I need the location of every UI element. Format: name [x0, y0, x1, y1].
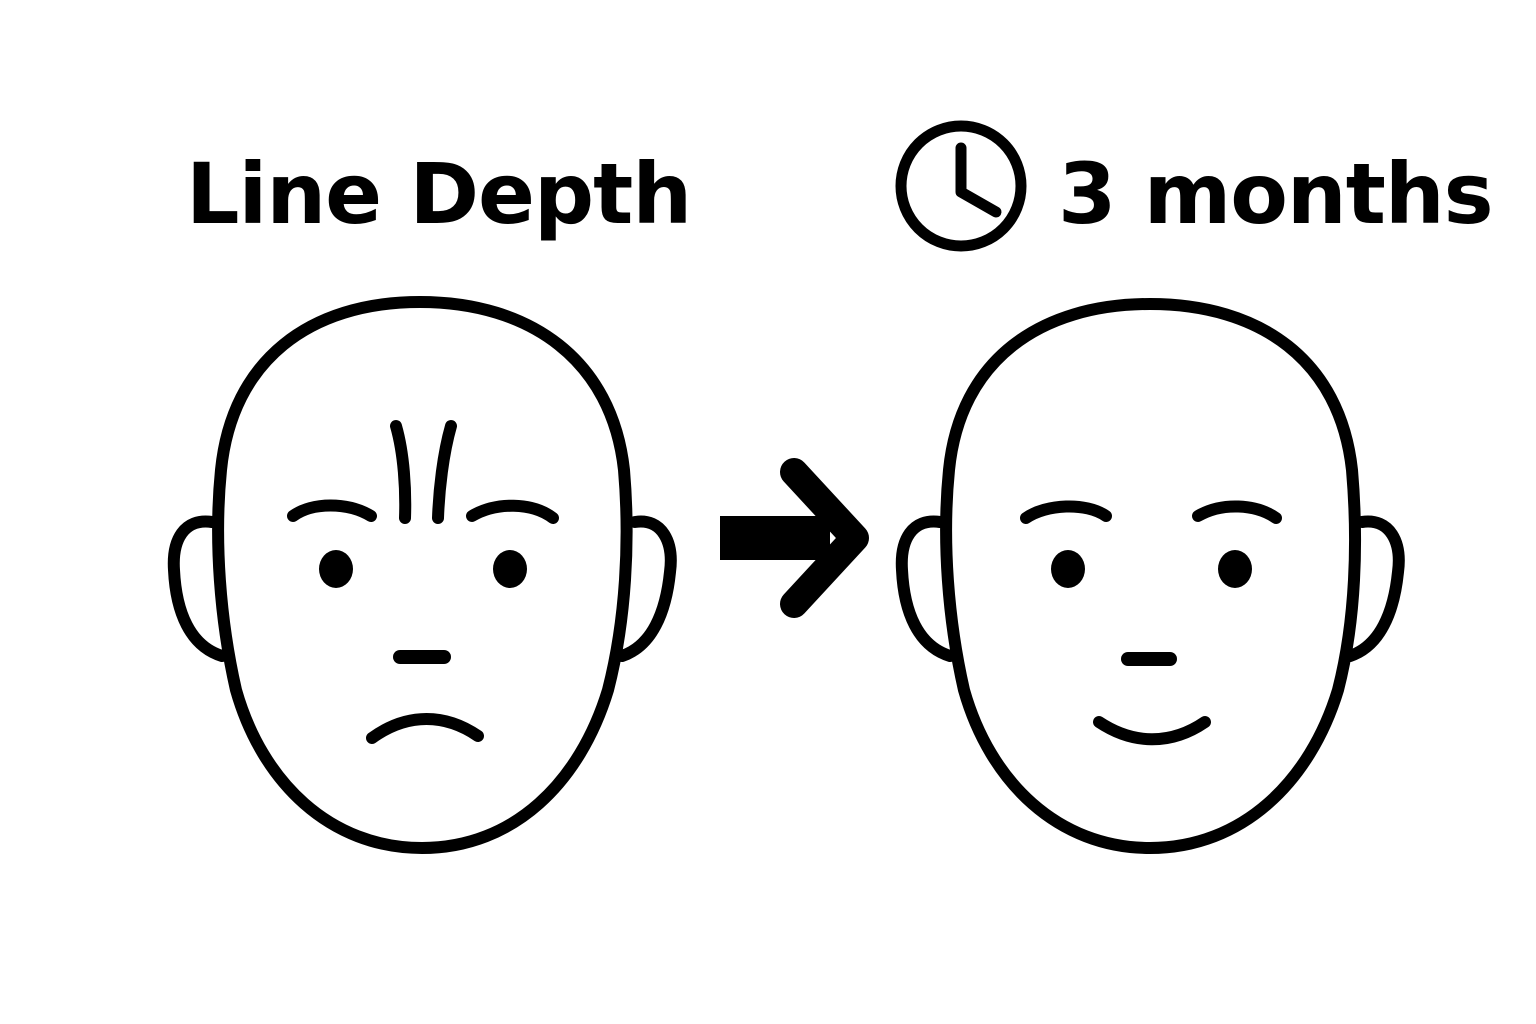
- eyes: [319, 550, 527, 588]
- furrowed-eyebrows: [287, 499, 559, 524]
- after-face: [895, 298, 1405, 854]
- line-depth-label: Line Depth: [186, 145, 692, 243]
- left-ear: [895, 515, 956, 662]
- relaxed-eyebrows: [1020, 500, 1282, 524]
- duration-label: 3 months: [1058, 145, 1494, 243]
- right-ear: [1344, 515, 1405, 662]
- before-face: [167, 296, 677, 854]
- forehead-wrinkles: [390, 420, 457, 524]
- head-outline: [940, 298, 1362, 854]
- clock-icon: [895, 120, 1027, 252]
- eyes: [1051, 550, 1252, 588]
- left-ear: [167, 515, 228, 662]
- smile-mouth: [1093, 716, 1211, 746]
- right-ear: [616, 515, 677, 662]
- head-outline: [212, 296, 633, 854]
- frown-mouth: [366, 713, 484, 744]
- right-arrow-icon: [720, 458, 869, 618]
